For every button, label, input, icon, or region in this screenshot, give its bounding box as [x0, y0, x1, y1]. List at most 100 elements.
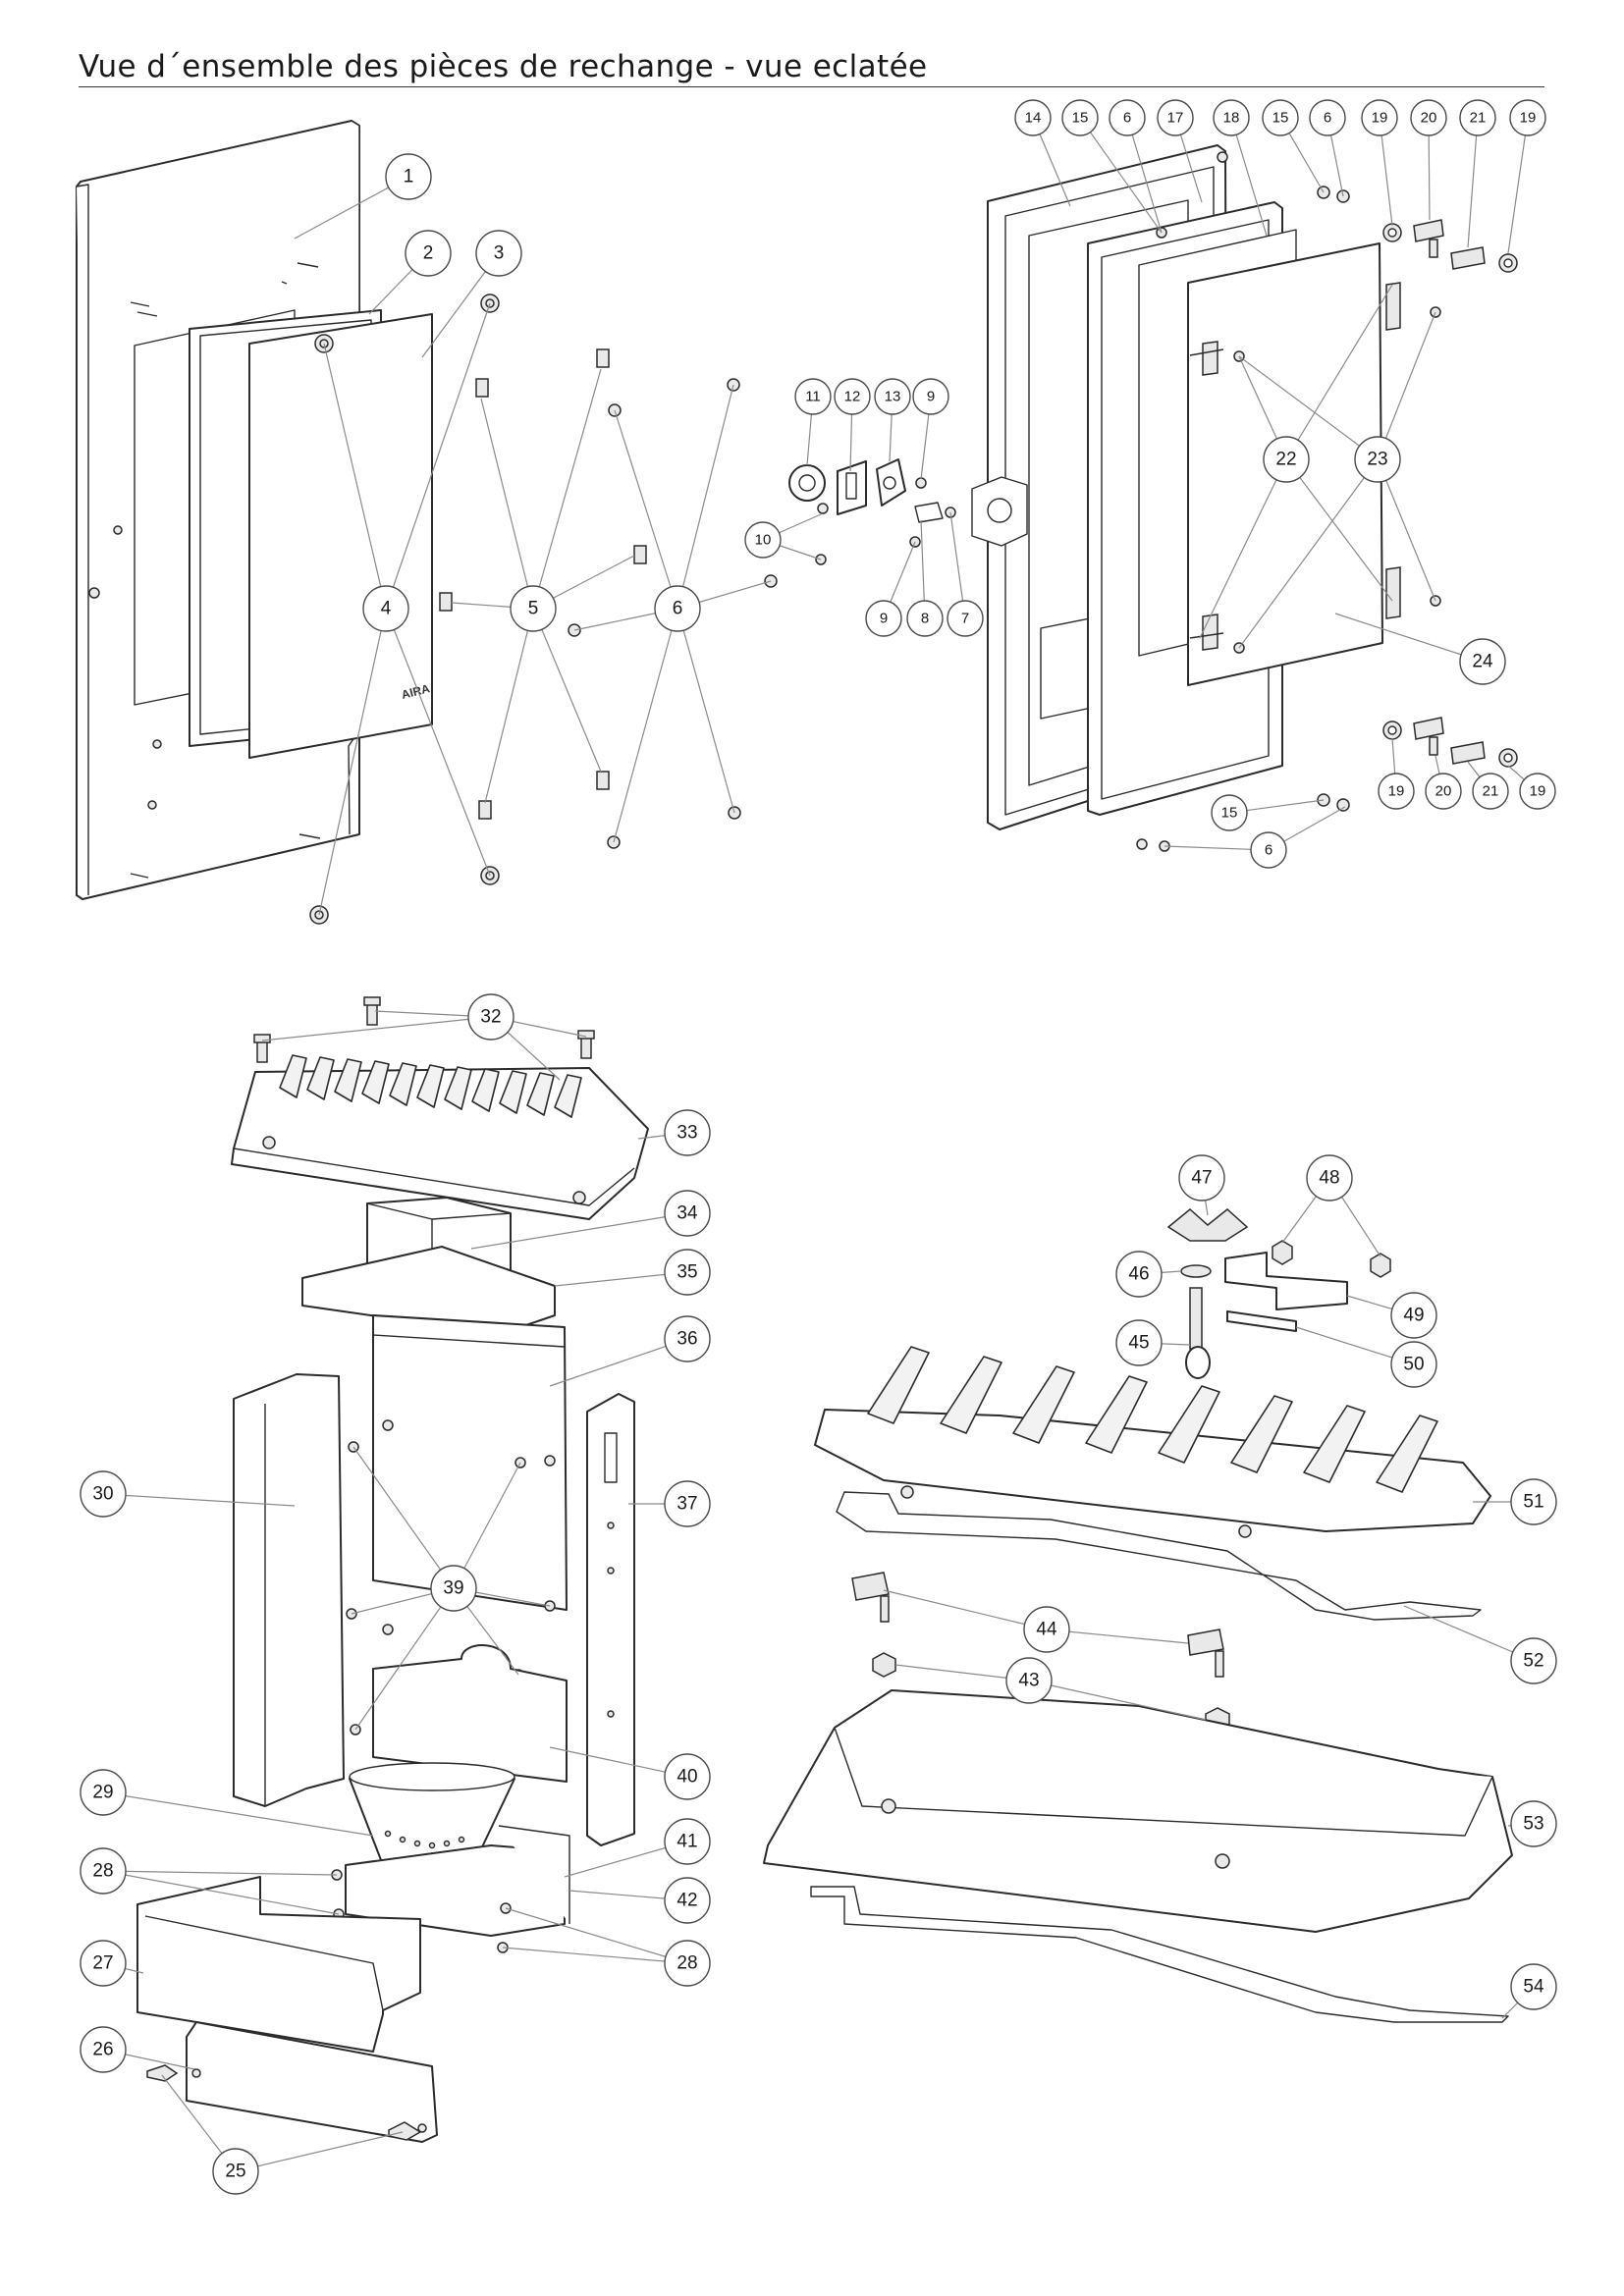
- callout-ring: [1410, 99, 1447, 136]
- callout-ring: [664, 1940, 711, 1987]
- callout-ring: [1023, 1606, 1070, 1653]
- leader-line-c28a-0: [102, 1870, 338, 1876]
- callout-ring: [1390, 1292, 1437, 1339]
- callout-c40: 40: [664, 1753, 711, 1800]
- callout-c50: 50: [1390, 1341, 1437, 1388]
- callout-label: 17: [1167, 110, 1184, 127]
- part-fin-gasket: [836, 1491, 1482, 1621]
- leader-line-c4-0: [323, 343, 387, 610]
- leader-line-c43-1: [1028, 1680, 1207, 1721]
- callout-ring: [744, 521, 782, 559]
- leader-line-c6-1: [677, 384, 734, 610]
- leader-line-c29-0: [102, 1791, 374, 1837]
- callout-c4: 4: [362, 585, 409, 632]
- callout-label: 32: [480, 1007, 501, 1028]
- callout-ring: [664, 1818, 711, 1865]
- leader-line-c23-2: [1377, 311, 1436, 460]
- part-hinges: [1189, 282, 1441, 654]
- callout-label: 50: [1403, 1355, 1424, 1375]
- callout-c14: 14: [1014, 99, 1052, 136]
- callout-label: 8: [921, 611, 929, 627]
- leader-line-c18-0: [1230, 117, 1268, 237]
- callout-label: 26: [92, 2040, 113, 2060]
- callout-c17: 17: [1157, 99, 1194, 136]
- callout-label: 43: [1018, 1671, 1039, 1691]
- leader-line-c5-5: [484, 608, 534, 804]
- callout-c49: 49: [1390, 1292, 1437, 1339]
- callout-ring: [212, 2148, 259, 2195]
- callout-label: 15: [1072, 110, 1089, 127]
- callout-label: 41: [677, 1832, 697, 1852]
- callout-c46: 46: [1115, 1251, 1163, 1298]
- callout-label: 9: [880, 611, 888, 627]
- leader-line-c32-1: [261, 1016, 492, 1041]
- leader-line-c22-3: [1285, 458, 1393, 602]
- leader-line-c52-0: [1403, 1605, 1535, 1662]
- part-wing-nut-47: [1166, 1208, 1249, 1242]
- leader-line-c22-2: [1285, 284, 1393, 460]
- part-fin-cover-fins: [867, 1346, 1438, 1493]
- callout-c27: 27: [80, 1940, 127, 1987]
- callout-c28a: 28: [80, 1847, 127, 1895]
- callout-label: 19: [1372, 110, 1388, 127]
- callout-label: 34: [677, 1203, 698, 1224]
- callout-ring: [912, 378, 949, 415]
- callout-c42: 42: [664, 1877, 711, 1924]
- callout-c18: 18: [1213, 99, 1250, 136]
- callout-ring: [1354, 436, 1401, 483]
- callout-ring: [475, 230, 522, 277]
- callout-label: 15: [1272, 110, 1289, 127]
- callout-label: 1: [404, 167, 414, 187]
- callout-label: 3: [494, 243, 505, 264]
- callout-c2: 2: [405, 230, 452, 277]
- callout-ring: [1263, 436, 1310, 483]
- leader-line-c44-1: [1046, 1629, 1189, 1644]
- callout-c12: 12: [834, 378, 871, 415]
- front-panel-group: AIRA: [76, 120, 778, 925]
- callout-c39: 39: [430, 1565, 477, 1612]
- callout-c29: 29: [80, 1769, 127, 1816]
- callout-ring: [664, 1190, 711, 1237]
- callout-ring: [947, 600, 984, 637]
- callout-c19c: 19: [1378, 773, 1415, 810]
- callout-label: 6: [1324, 110, 1331, 127]
- callout-ring: [1157, 99, 1194, 136]
- callout-ring: [1459, 99, 1496, 136]
- callout-label: 19: [1388, 783, 1405, 800]
- callout-c7: 7: [947, 600, 984, 637]
- callout-c15a: 15: [1061, 99, 1099, 136]
- leader-line-c6b-0: [1126, 117, 1163, 234]
- callout-label: 21: [1483, 783, 1499, 800]
- exchanger-group: [763, 1208, 1513, 2023]
- callout-label: 2: [423, 243, 434, 264]
- callout-label: 37: [677, 1494, 697, 1515]
- leader-line-c24-0: [1334, 613, 1484, 663]
- callout-c47: 47: [1178, 1154, 1225, 1201]
- callout-label: 46: [1128, 1264, 1149, 1285]
- callout-label: 45: [1128, 1333, 1149, 1354]
- callout-ring: [664, 1877, 711, 1924]
- callout-c44: 44: [1023, 1606, 1070, 1653]
- callout-ring: [1109, 99, 1146, 136]
- callout-ring: [385, 153, 432, 200]
- callout-ring: [1115, 1251, 1163, 1298]
- callout-label: 35: [677, 1262, 697, 1283]
- callout-ring: [80, 1940, 127, 1987]
- callout-c6b: 6: [1109, 99, 1146, 136]
- callout-ring: [834, 378, 871, 415]
- callout-c33: 33: [664, 1109, 711, 1156]
- callout-ring: [1005, 1657, 1053, 1704]
- leader-line-c4-2: [385, 608, 491, 877]
- part-rod: [1226, 1310, 1297, 1332]
- callout-ring: [1510, 1963, 1557, 2010]
- callout-c43: 43: [1005, 1657, 1053, 1704]
- leader-line-c15a-0: [1079, 117, 1163, 234]
- part-deflector-plate: [301, 1246, 556, 1338]
- callout-ring: [362, 585, 409, 632]
- callout-ring: [80, 1847, 127, 1895]
- callout-ring: [1061, 99, 1099, 136]
- burner-group: [136, 996, 649, 2143]
- callout-ring: [1309, 99, 1346, 136]
- leader-line-c30-0: [102, 1493, 296, 1507]
- callout-label: 40: [677, 1767, 697, 1788]
